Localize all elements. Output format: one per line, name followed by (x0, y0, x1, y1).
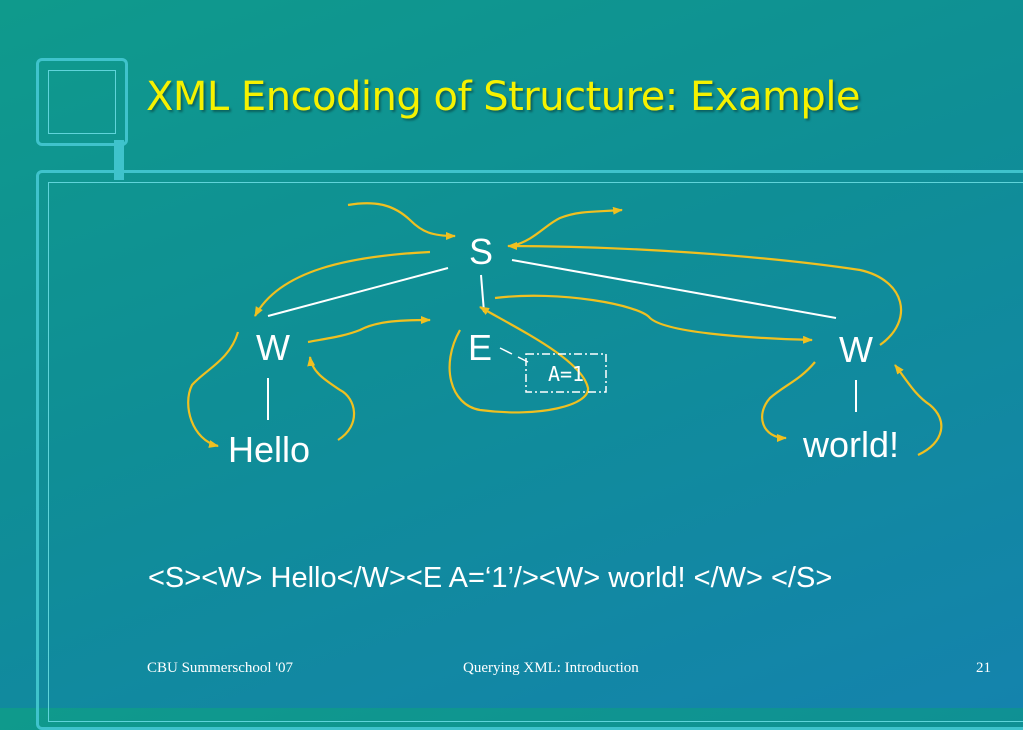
xml-code-line: <S><W> Hello</W><E A=‘1’/><W> world! </W… (148, 562, 833, 594)
arrow-w2-down (761, 361, 816, 442)
node-w1: W (256, 327, 290, 368)
arrow-world-up (894, 364, 943, 456)
footer-left: CBU Summerschool '07 (147, 660, 294, 676)
vertical-bar (114, 140, 124, 180)
node-s: S (469, 231, 493, 272)
arrow-e-to-w2 (494, 294, 813, 344)
edge-s-w1 (267, 267, 449, 317)
edge-e-attr (499, 347, 529, 363)
node-world: world! (802, 424, 899, 465)
arrow-e-loop (448, 306, 590, 414)
arrow-exit-s (511, 206, 623, 248)
arrow-w1-down (187, 331, 240, 448)
node-hello: Hello (228, 429, 310, 470)
arrow-w1-to-e (307, 316, 431, 344)
edge-s-e (480, 274, 485, 313)
arrow-enter-s (347, 202, 456, 240)
node-e: E (468, 327, 492, 368)
arrow-hello-up (307, 356, 356, 441)
node-w2: W (839, 329, 873, 370)
slide-title: XML Encoding of Structure: Example (146, 74, 861, 120)
tree-edges (267, 259, 857, 420)
attribute-box (525, 353, 607, 393)
top-frame-inner (48, 70, 116, 134)
arrow-w2-to-s (507, 242, 903, 346)
footer-center: Querying XML: Introduction (463, 660, 639, 676)
edge-s-w2 (511, 259, 837, 319)
xml-tree-diagram: A=1 S W E W Hello world! (187, 202, 943, 470)
top-frame (36, 58, 128, 146)
traversal-arrows (187, 202, 943, 456)
page-number: 21 (976, 660, 991, 676)
attribute-label: A=1 (548, 362, 584, 386)
arrow-s-to-w1 (254, 250, 431, 317)
